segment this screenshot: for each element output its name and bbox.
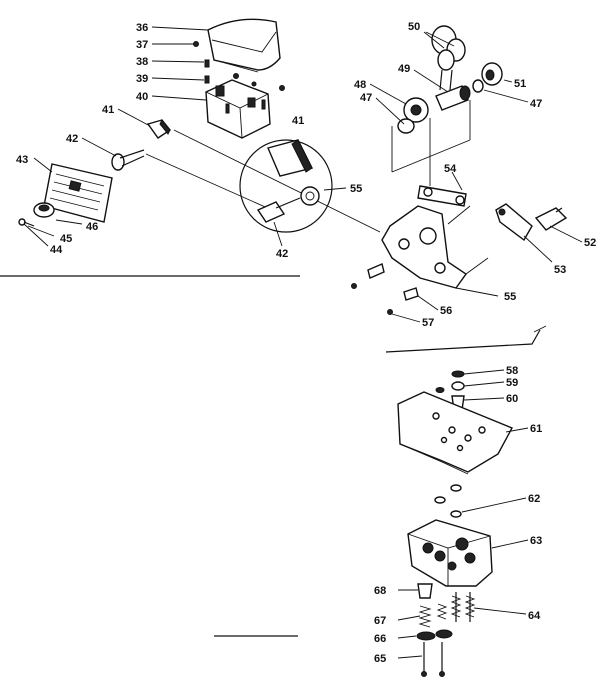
valve-body-assembly (214, 369, 529, 677)
callout-59: 59 (506, 377, 518, 389)
switch-plate-assembly (0, 108, 381, 277)
callout-40: 40 (136, 91, 148, 103)
cover-assembly (151, 18, 285, 139)
callout-63: 63 (530, 535, 542, 547)
callout-44: 44 (50, 244, 63, 256)
callout-67: 67 (374, 615, 386, 627)
callout-labels: 36 37 38 39 40 41 42 43 46 45 44 41 55 4… (16, 21, 596, 665)
callout-39: 39 (136, 73, 148, 85)
callout-64: 64 (528, 610, 541, 622)
callout-37: 37 (136, 39, 148, 51)
callout-54: 54 (444, 163, 457, 175)
callout-36: 36 (136, 22, 148, 34)
callout-55-detail: 55 (350, 183, 362, 195)
callout-42-detail: 42 (276, 248, 288, 260)
callout-41-detail: 41 (292, 115, 304, 127)
callout-47-right: 47 (530, 98, 542, 110)
callout-51: 51 (514, 78, 526, 90)
callout-61: 61 (530, 423, 542, 435)
callout-46: 46 (86, 221, 98, 233)
callout-42: 42 (66, 133, 78, 145)
callout-38: 38 (136, 56, 148, 68)
callout-60: 60 (506, 393, 518, 405)
callout-50: 50 (408, 21, 420, 33)
callout-43: 43 (16, 154, 28, 166)
callout-48: 48 (354, 79, 366, 91)
callout-49: 49 (398, 63, 410, 75)
callout-57: 57 (422, 317, 434, 329)
callout-66: 66 (374, 633, 386, 645)
callout-52: 52 (584, 237, 596, 249)
callout-65: 65 (374, 653, 386, 665)
lever-linkage-assembly (351, 25, 583, 353)
callout-45: 45 (60, 233, 72, 245)
callout-47-left: 47 (360, 92, 372, 104)
callout-55: 55 (504, 291, 516, 303)
callout-41: 41 (102, 104, 114, 116)
callout-56: 56 (440, 305, 452, 317)
callout-62: 62 (528, 493, 540, 505)
detail-magnifier (239, 139, 347, 247)
callout-58: 58 (506, 365, 518, 377)
callout-68: 68 (374, 585, 386, 597)
callout-53: 53 (554, 264, 566, 276)
